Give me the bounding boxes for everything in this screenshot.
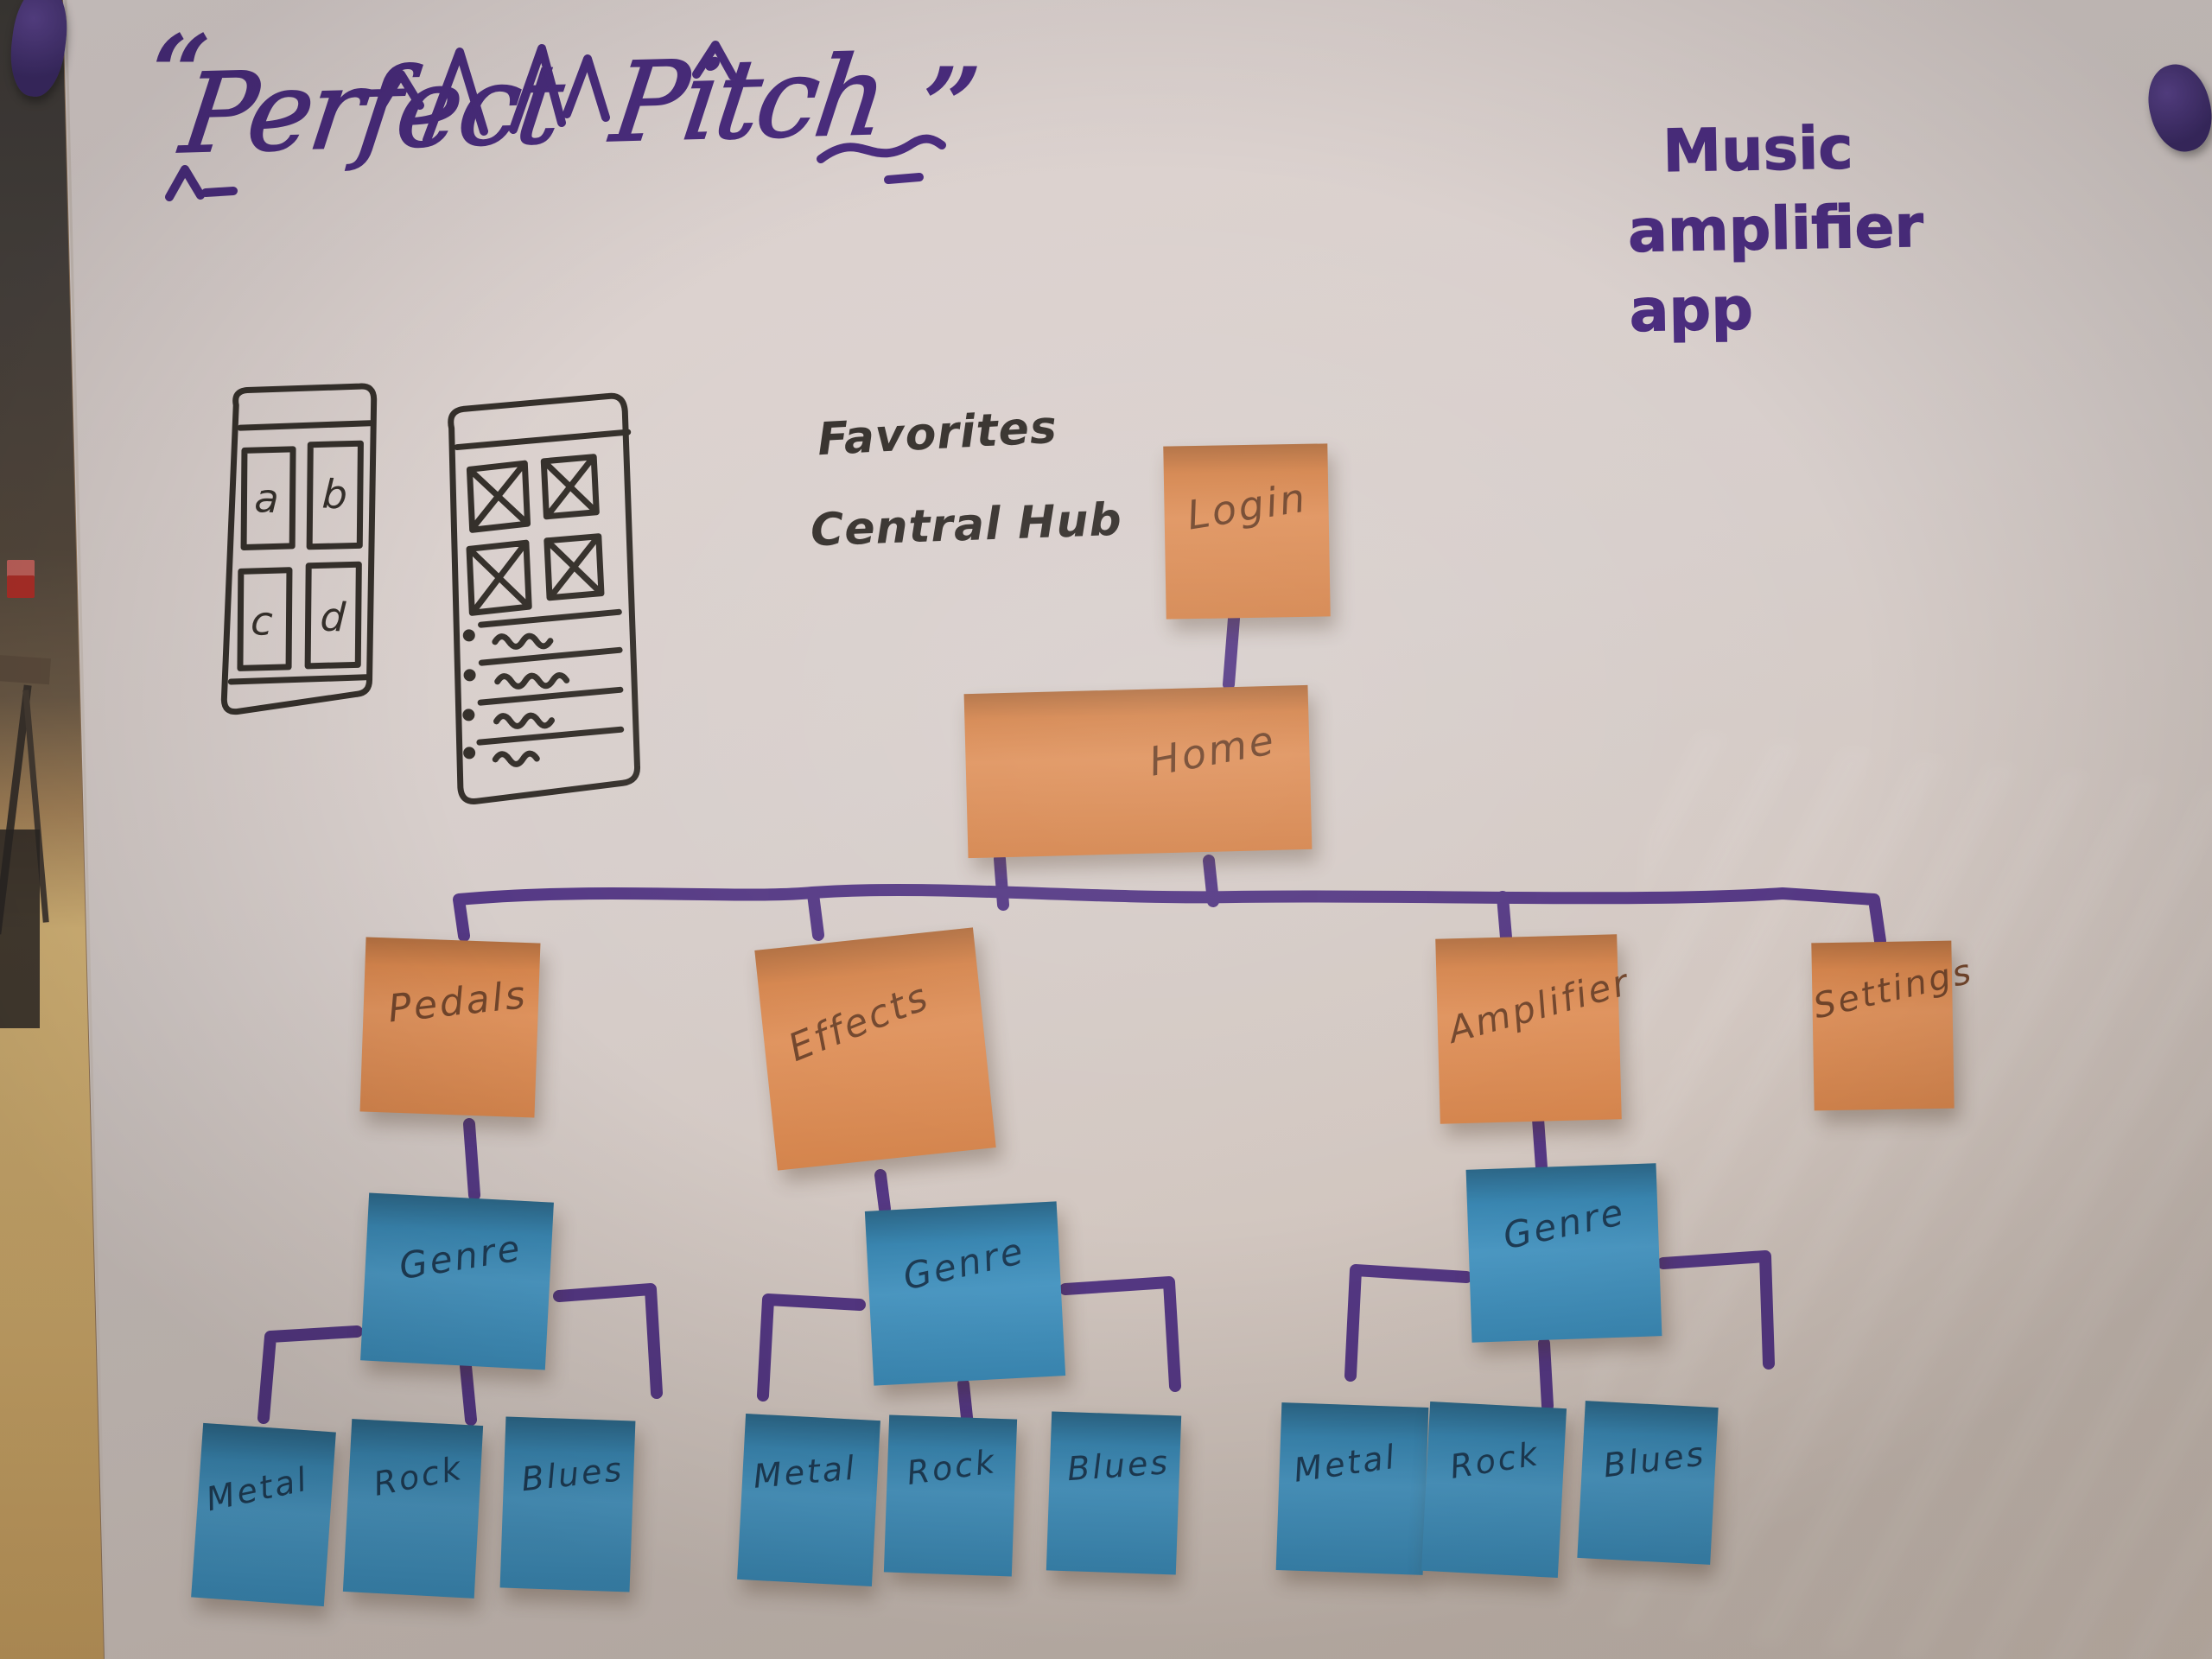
note-metal-amplifier[interactable]: Metal: [1275, 1402, 1429, 1575]
note-genre-amplifier[interactable]: Genre: [1465, 1163, 1662, 1343]
note-metal-effects[interactable]: Metal: [737, 1414, 880, 1586]
note-blues-effects[interactable]: Blues: [1046, 1411, 1182, 1575]
phone-frame: [220, 383, 378, 715]
subtitle-line: amplifier: [1627, 193, 1924, 267]
note-settings[interactable]: Settings: [1810, 940, 1977, 1111]
list-bullet: [463, 669, 476, 682]
note-label: Metal: [202, 1459, 313, 1519]
list-row-squiggle: [492, 632, 554, 650]
note-home[interactable]: Home: [963, 684, 1313, 859]
checkbox-x: [466, 539, 532, 616]
note-label: Metal: [1291, 1437, 1400, 1490]
note-rock-amplifier[interactable]: Rock: [1421, 1401, 1567, 1579]
phone-bottombar: [227, 674, 370, 685]
connector-genre2-right: [1059, 1276, 1181, 1392]
note-amplifier[interactable]: Amplifier: [1435, 934, 1635, 1124]
note-effects[interactable]: Effects: [754, 927, 996, 1171]
list-row-squiggle: [492, 750, 540, 767]
note-rock-pedals[interactable]: Rock: [342, 1419, 484, 1599]
list-bullet: [462, 709, 475, 721]
note-label: Amplifier: [1443, 960, 1636, 1052]
connector-amplifier-drop: [1497, 891, 1512, 944]
subtitle: Music amplifier app: [1626, 108, 1926, 352]
close-quote: ”: [923, 45, 983, 167]
favorites-label: Favorites: [816, 401, 1059, 467]
list-bullet: [462, 629, 475, 642]
wall-sign: [7, 560, 35, 598]
room-background: [0, 0, 104, 1659]
note-genre-effects[interactable]: Genre: [864, 1201, 1066, 1386]
waveform-underscore: [884, 173, 924, 184]
note-label: Pedals: [385, 972, 530, 1032]
connector-amplifier-genre: [1532, 1113, 1548, 1173]
grid-cell-letter: b: [321, 470, 349, 518]
connector-effects-drop: [807, 888, 824, 941]
note-blues-pedals[interactable]: Blues: [499, 1416, 636, 1592]
grid-cell: [304, 561, 362, 670]
note-label: Rock: [370, 1448, 467, 1503]
grid-cell: [240, 446, 296, 550]
phone-topbar: [454, 429, 632, 451]
list-row-line: [476, 726, 625, 746]
checkbox-x: [543, 533, 605, 601]
note-pedals[interactable]: Pedals: [359, 937, 541, 1118]
connector-genre1-left: [257, 1325, 363, 1424]
list-row-line: [478, 646, 623, 666]
note-label: Genre: [899, 1229, 1029, 1299]
phone-frame: [448, 392, 640, 804]
favorites-wireframe-sketch: a b c d: [200, 373, 387, 726]
note-label: Home: [1145, 715, 1280, 785]
connector-trunk: [453, 883, 1886, 947]
phone-topbar: [237, 420, 373, 431]
list-row-squiggle: [494, 672, 570, 690]
note-genre-pedals[interactable]: Genre: [360, 1192, 554, 1370]
grid-cell: [237, 567, 293, 671]
note-login[interactable]: Login: [1163, 443, 1331, 620]
note-label: Effects: [782, 974, 937, 1071]
central-hub-wireframe-sketch: [422, 387, 649, 805]
subtitle-line: app: [1628, 275, 1754, 346]
note-label: Settings: [1809, 951, 1978, 1027]
note-blues-amplifier[interactable]: Blues: [1577, 1401, 1719, 1565]
page-title: Perfect Pitch: [174, 31, 893, 179]
note-label: Login: [1184, 474, 1311, 539]
board-clip-right: [2139, 58, 2212, 158]
connector-genre3-right: [1657, 1250, 1775, 1370]
checkbox-x: [466, 460, 531, 533]
note-label: Genre: [396, 1226, 525, 1288]
dark-furniture: [0, 830, 40, 1028]
note-label: Blues: [519, 1450, 626, 1499]
note-label: Blues: [1601, 1434, 1708, 1485]
connector-genre3-left: [1344, 1264, 1472, 1382]
connector-pedals-genre: [463, 1118, 480, 1201]
list-row-squiggle: [493, 712, 556, 729]
connector-genre3-mid: [1538, 1338, 1554, 1412]
grid-cell: [306, 440, 364, 550]
note-label: Rock: [904, 1441, 1000, 1493]
connector-login-home: [1223, 613, 1240, 690]
connector-genre2-left: [757, 1294, 866, 1402]
open-quote: “: [152, 12, 213, 134]
connector-genre1-right: [553, 1283, 663, 1399]
central-hub-label: Central Hub: [810, 493, 1123, 557]
grid-cell-letter: a: [253, 474, 280, 522]
connector-effects-genre: [874, 1169, 891, 1215]
list-row-line: [478, 608, 622, 628]
connector-home-trunk-left: [994, 853, 1009, 911]
checkbox-x: [540, 454, 600, 520]
grid-cell-letter: d: [319, 593, 346, 640]
note-label: Metal: [751, 1448, 859, 1496]
grid-cell-letter: c: [250, 597, 274, 645]
note-label: Genre: [1499, 1190, 1630, 1258]
table-edge: [0, 654, 51, 685]
connector-genre1-mid: [460, 1360, 477, 1426]
connector-home-trunk: [1203, 855, 1219, 907]
note-label: Rock: [1446, 1434, 1543, 1486]
list-row-line: [477, 686, 624, 706]
list-bullet: [463, 747, 476, 760]
note-label: Blues: [1065, 1443, 1172, 1489]
note-metal-pedals[interactable]: Metal: [191, 1422, 336, 1607]
subtitle-line: Music: [1662, 114, 1854, 187]
note-rock-effects[interactable]: Rock: [883, 1414, 1018, 1577]
